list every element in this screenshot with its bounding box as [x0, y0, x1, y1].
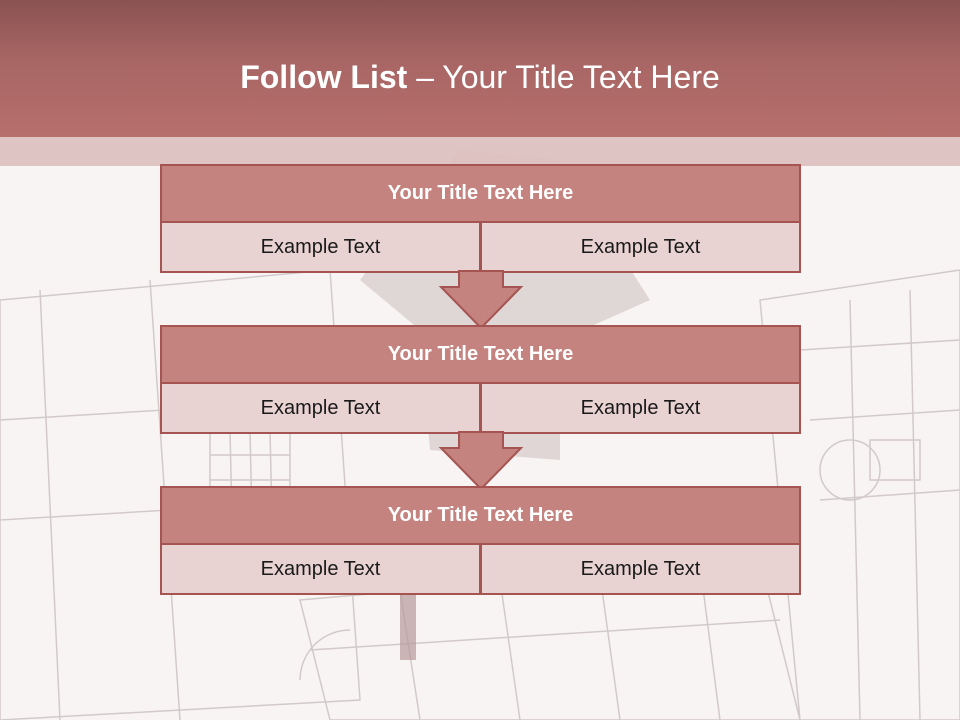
step-block-3: Your Title Text Here Example Text Exampl… — [160, 486, 801, 595]
step-cell-right: Example Text — [480, 221, 801, 273]
step-block-1: Your Title Text Here Example Text Exampl… — [160, 164, 801, 273]
slide-title: Follow List – Your Title Text Here — [0, 52, 960, 102]
step-block-2: Your Title Text Here Example Text Exampl… — [160, 325, 801, 434]
step-cell-right: Example Text — [480, 543, 801, 595]
step-cell-left: Example Text — [160, 221, 481, 273]
title-header: Follow List – Your Title Text Here — [0, 0, 960, 137]
step-cell-left: Example Text — [160, 543, 481, 595]
step-title: Your Title Text Here — [160, 486, 801, 545]
step-cell-left: Example Text — [160, 382, 481, 434]
down-arrow-icon — [438, 431, 524, 491]
step-title: Your Title Text Here — [160, 164, 801, 223]
step-title: Your Title Text Here — [160, 325, 801, 384]
slide-title-bold: Follow List — [240, 59, 408, 95]
slide-title-rest: – Your Title Text Here — [416, 59, 720, 95]
header-band — [0, 137, 960, 166]
down-arrow-icon — [438, 270, 524, 330]
step-cell-right: Example Text — [480, 382, 801, 434]
